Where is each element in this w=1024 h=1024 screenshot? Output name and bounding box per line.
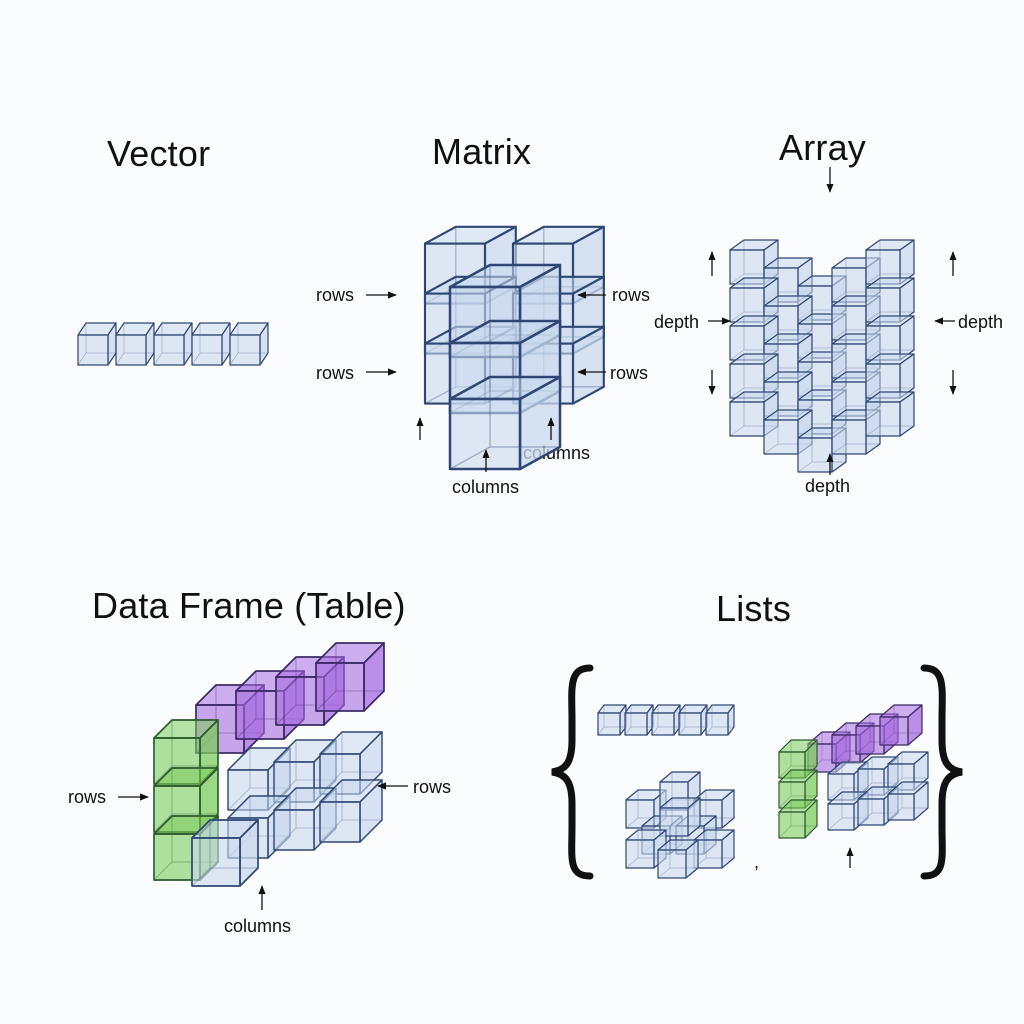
list-data-frame-row-header: [778, 769, 818, 809]
matrix-rows-label-left-1: rows: [316, 285, 355, 305]
lists-braces: [551, 664, 963, 880]
matrix-cubes: [423, 225, 605, 471]
array-arrows: [708, 167, 957, 475]
data-frame-arrows: [118, 782, 408, 910]
data-frame-title: Data Frame (Table): [92, 585, 406, 626]
array-depth-label-left: depth: [654, 312, 700, 332]
data-frame-rows-label-right: rows: [413, 777, 452, 797]
vector-cell: [191, 322, 231, 366]
vector-title: Vector: [107, 133, 211, 174]
list-array-cell: [657, 839, 699, 879]
vector-cell: [77, 322, 117, 366]
data-frame-columns-label: columns: [224, 916, 292, 936]
matrix-title: Matrix: [432, 131, 532, 172]
data-frame-row-header: [153, 767, 219, 833]
list-vector-cell: [624, 704, 654, 736]
data-frame-cell: [191, 819, 259, 887]
vector-cell: [115, 322, 155, 366]
list-vector-cell: [651, 704, 681, 736]
list-vector-cell: [678, 704, 708, 736]
vector-cell: [153, 322, 193, 366]
lists-cubes: [597, 704, 929, 879]
list-array-cell: [659, 797, 701, 837]
data-frame-cell: [319, 779, 383, 843]
matrix-columns-label-bottom: columns: [452, 477, 520, 497]
matrix-rows-label-right-2: rows: [610, 363, 649, 383]
matrix-arrows: [366, 291, 606, 472]
matrix-rows-label-right-1: rows: [612, 285, 651, 305]
matrix-cell: [448, 375, 562, 471]
left-brace: [551, 664, 594, 880]
list-vector-cell: [597, 704, 627, 736]
right-brace: [920, 664, 963, 880]
array-title: Array: [779, 127, 867, 168]
lists-title: Lists: [716, 588, 792, 629]
data-frame-column-header: [315, 642, 385, 712]
list-data-frame-row-header: [778, 799, 818, 839]
matrix-rows-label-left-2: rows: [316, 363, 355, 383]
data-frame-cubes: [153, 642, 385, 887]
list-data-frame-column-header: [879, 704, 923, 746]
lists-comma: ,: [754, 852, 760, 872]
data-frame-rows-label-left: rows: [68, 787, 107, 807]
list-array-cell: [693, 829, 735, 869]
vector-cell: [229, 322, 269, 366]
vector-cubes: [77, 322, 269, 366]
array-depth-label-right: depth: [958, 312, 1004, 332]
list-vector-cell: [705, 704, 735, 736]
list-data-frame-cell: [887, 781, 929, 821]
array-cubes: [729, 239, 915, 473]
array-depth-label-bottom: depth: [805, 476, 851, 496]
array-cell: [865, 391, 915, 437]
